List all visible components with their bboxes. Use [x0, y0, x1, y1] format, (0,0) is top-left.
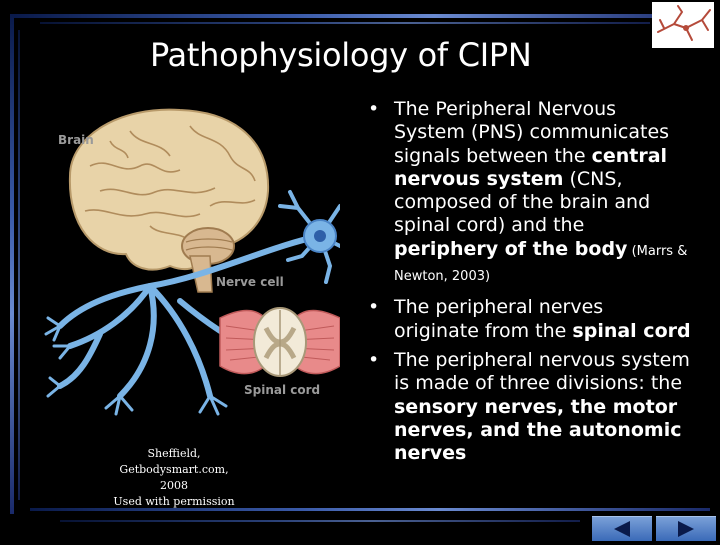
bottom-decor-bar-thin: [60, 520, 580, 522]
bullet-list: • The Peripheral Nervous System (PNS) co…: [362, 98, 692, 465]
bullet-bold-text: central nervous system: [394, 144, 668, 190]
bullet-bold-text: spinal cord: [572, 319, 691, 342]
spinal-cord-graphic: [219, 307, 340, 377]
bullet-item: • The peripheral nerves originate from t…: [362, 296, 692, 343]
bullet-text: The peripheral nerves originate from the: [394, 296, 604, 342]
bullet-text: (CNS, composed of the brain and spinal c…: [394, 167, 651, 237]
image-citation: Sheffield, Getbodysmart.com, 2008 Used w…: [104, 446, 244, 510]
citation-line: Used with permission: [113, 495, 235, 508]
bullet-glyph: •: [368, 98, 380, 120]
brain-graphic: [68, 108, 270, 293]
slide-title: Pathophysiology of CIPN: [150, 36, 532, 74]
previous-slide-button[interactable]: [592, 516, 652, 541]
bullet-item: • The peripheral nervous system is made …: [362, 349, 692, 465]
bullet-reference: (Marrs & Newton, 2003): [394, 243, 688, 285]
nerve-cell-graphic: [278, 190, 340, 284]
bullet-bold-text: sensory nerves, the motor nerves, and th…: [394, 395, 682, 465]
citation-line: Getbodysmart.com, 2008: [119, 463, 229, 492]
bullet-item: • The Peripheral Nervous System (PNS) co…: [362, 98, 692, 288]
spinal-cord-label: Spinal cord: [244, 383, 320, 397]
bullet-bold-text: periphery of the body: [394, 237, 628, 260]
bullet-glyph: •: [368, 296, 380, 319]
neuron-logo-icon: [657, 5, 711, 41]
nerve-cell-label: Nerve cell: [216, 275, 284, 289]
citation-line: Sheffield,: [147, 447, 201, 460]
bullet-text: The Peripheral Nervous System (PNS) comm…: [394, 98, 670, 167]
bullet-glyph: •: [368, 348, 380, 371]
bullet-text: The peripheral nervous system is made of…: [394, 348, 690, 395]
triangle-left-icon: [614, 521, 630, 537]
nerve-fibers: [57, 233, 323, 399]
neuron-logo: [652, 2, 714, 48]
next-slide-button[interactable]: [656, 516, 716, 541]
bottom-decor-bar: [30, 508, 710, 511]
left-decor-bar: [10, 14, 14, 514]
left-decor-bar-thin: [18, 30, 20, 500]
top-decor-bar: [14, 14, 714, 18]
brain-label: Brain: [58, 133, 94, 147]
top-decor-bar-thin: [40, 22, 650, 24]
nervous-system-illustration: Brain Nerve cell Spinal cord: [44, 108, 340, 416]
triangle-right-icon: [678, 521, 694, 537]
